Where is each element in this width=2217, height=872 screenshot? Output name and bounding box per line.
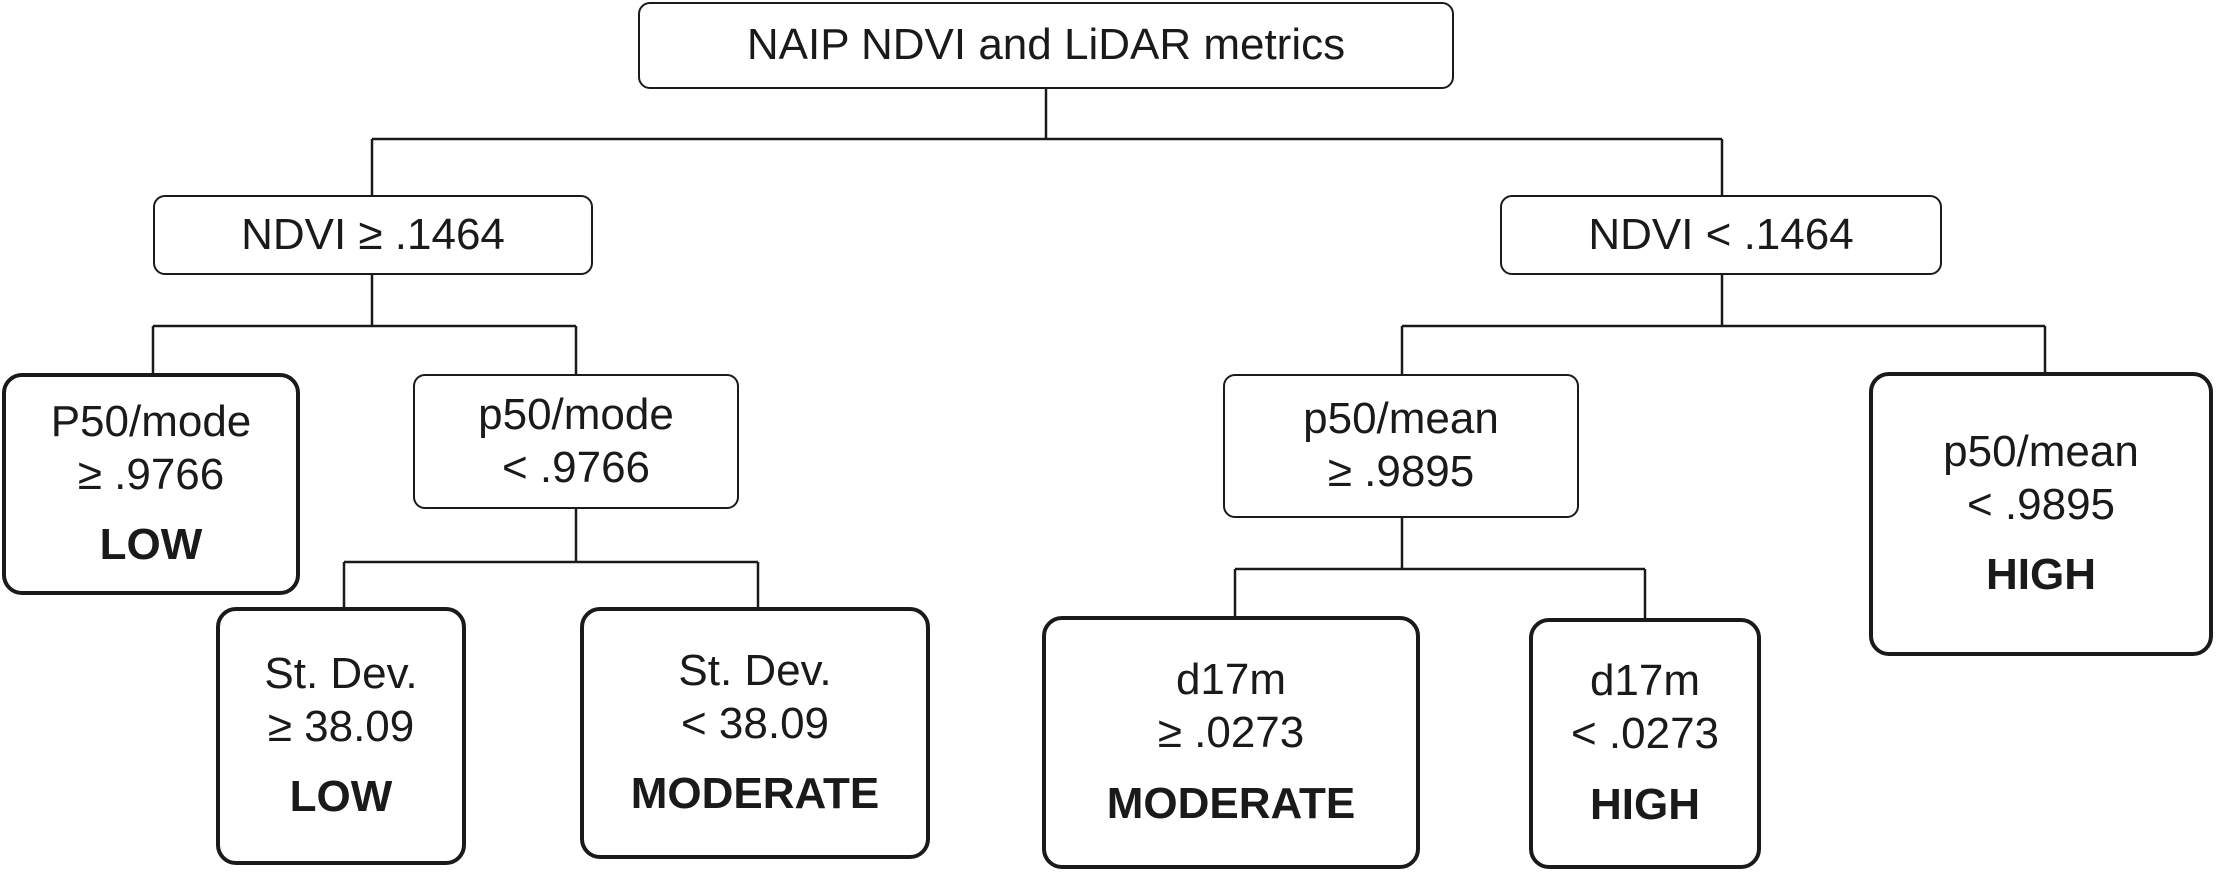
root-node: NAIP NDVI and LiDAR metrics [638,2,1454,89]
p50-mean-high-threshold: ≥ .9895 [1327,447,1475,496]
p50-mean-low-threshold: < .9895 [1966,479,2116,529]
ndvi-low-node: NDVI < .1464 [1500,195,1942,275]
stdev-low-threshold: < 38.09 [680,698,830,748]
d17m-low-metric: d17m [1589,656,1701,706]
p50-mean-high-node: p50/mean ≥ .9895 [1223,374,1579,518]
stdev-high-leaf: St. Dev. ≥ 38.09 LOW [216,607,466,865]
ndvi-high-label: NDVI ≥ .1464 [241,209,505,259]
d17m-low-leaf: d17m < .0273 HIGH [1529,618,1761,869]
p50-mean-low-leaf: p50/mean < .9895 HIGH [1869,372,2213,656]
d17m-high-leaf: d17m ≥ .0273 MODERATE [1042,616,1420,869]
stdev-low-class: MODERATE [630,769,880,819]
d17m-high-threshold: ≥ .0273 [1157,708,1305,758]
d17m-high-metric: d17m [1175,655,1287,705]
root-label: NAIP NDVI and LiDAR metrics [746,20,1346,70]
p50-mode-low-threshold: < .9766 [501,442,651,492]
stdev-high-metric: St. Dev. [264,648,418,698]
d17m-low-threshold: < .0273 [1570,709,1720,759]
stdev-high-threshold: ≥ 38.09 [267,701,415,751]
ndvi-high-node: NDVI ≥ .1464 [153,195,593,275]
d17m-high-class: MODERATE [1106,778,1356,828]
d17m-low-class: HIGH [1590,779,1700,829]
p50-mode-high-threshold: ≥ .9766 [77,449,225,499]
p50-mode-low-node: p50/mode < .9766 [413,374,739,509]
stdev-low-leaf: St. Dev. < 38.09 MODERATE [580,607,930,859]
p50-mode-high-leaf: P50/mode ≥ .9766 LOW [2,373,300,595]
ndvi-low-label: NDVI < .1464 [1588,209,1854,259]
p50-mean-high-metric: p50/mean [1303,394,1499,444]
p50-mode-high-metric: P50/mode [50,396,252,446]
p50-mean-low-metric: p50/mean [1943,426,2139,476]
stdev-low-metric: St. Dev. [678,645,832,695]
stdev-high-class: LOW [289,772,393,822]
p50-mode-high-class: LOW [99,520,203,570]
p50-mode-low-metric: p50/mode [478,389,674,439]
p50-mean-low-class: HIGH [1986,550,2096,600]
